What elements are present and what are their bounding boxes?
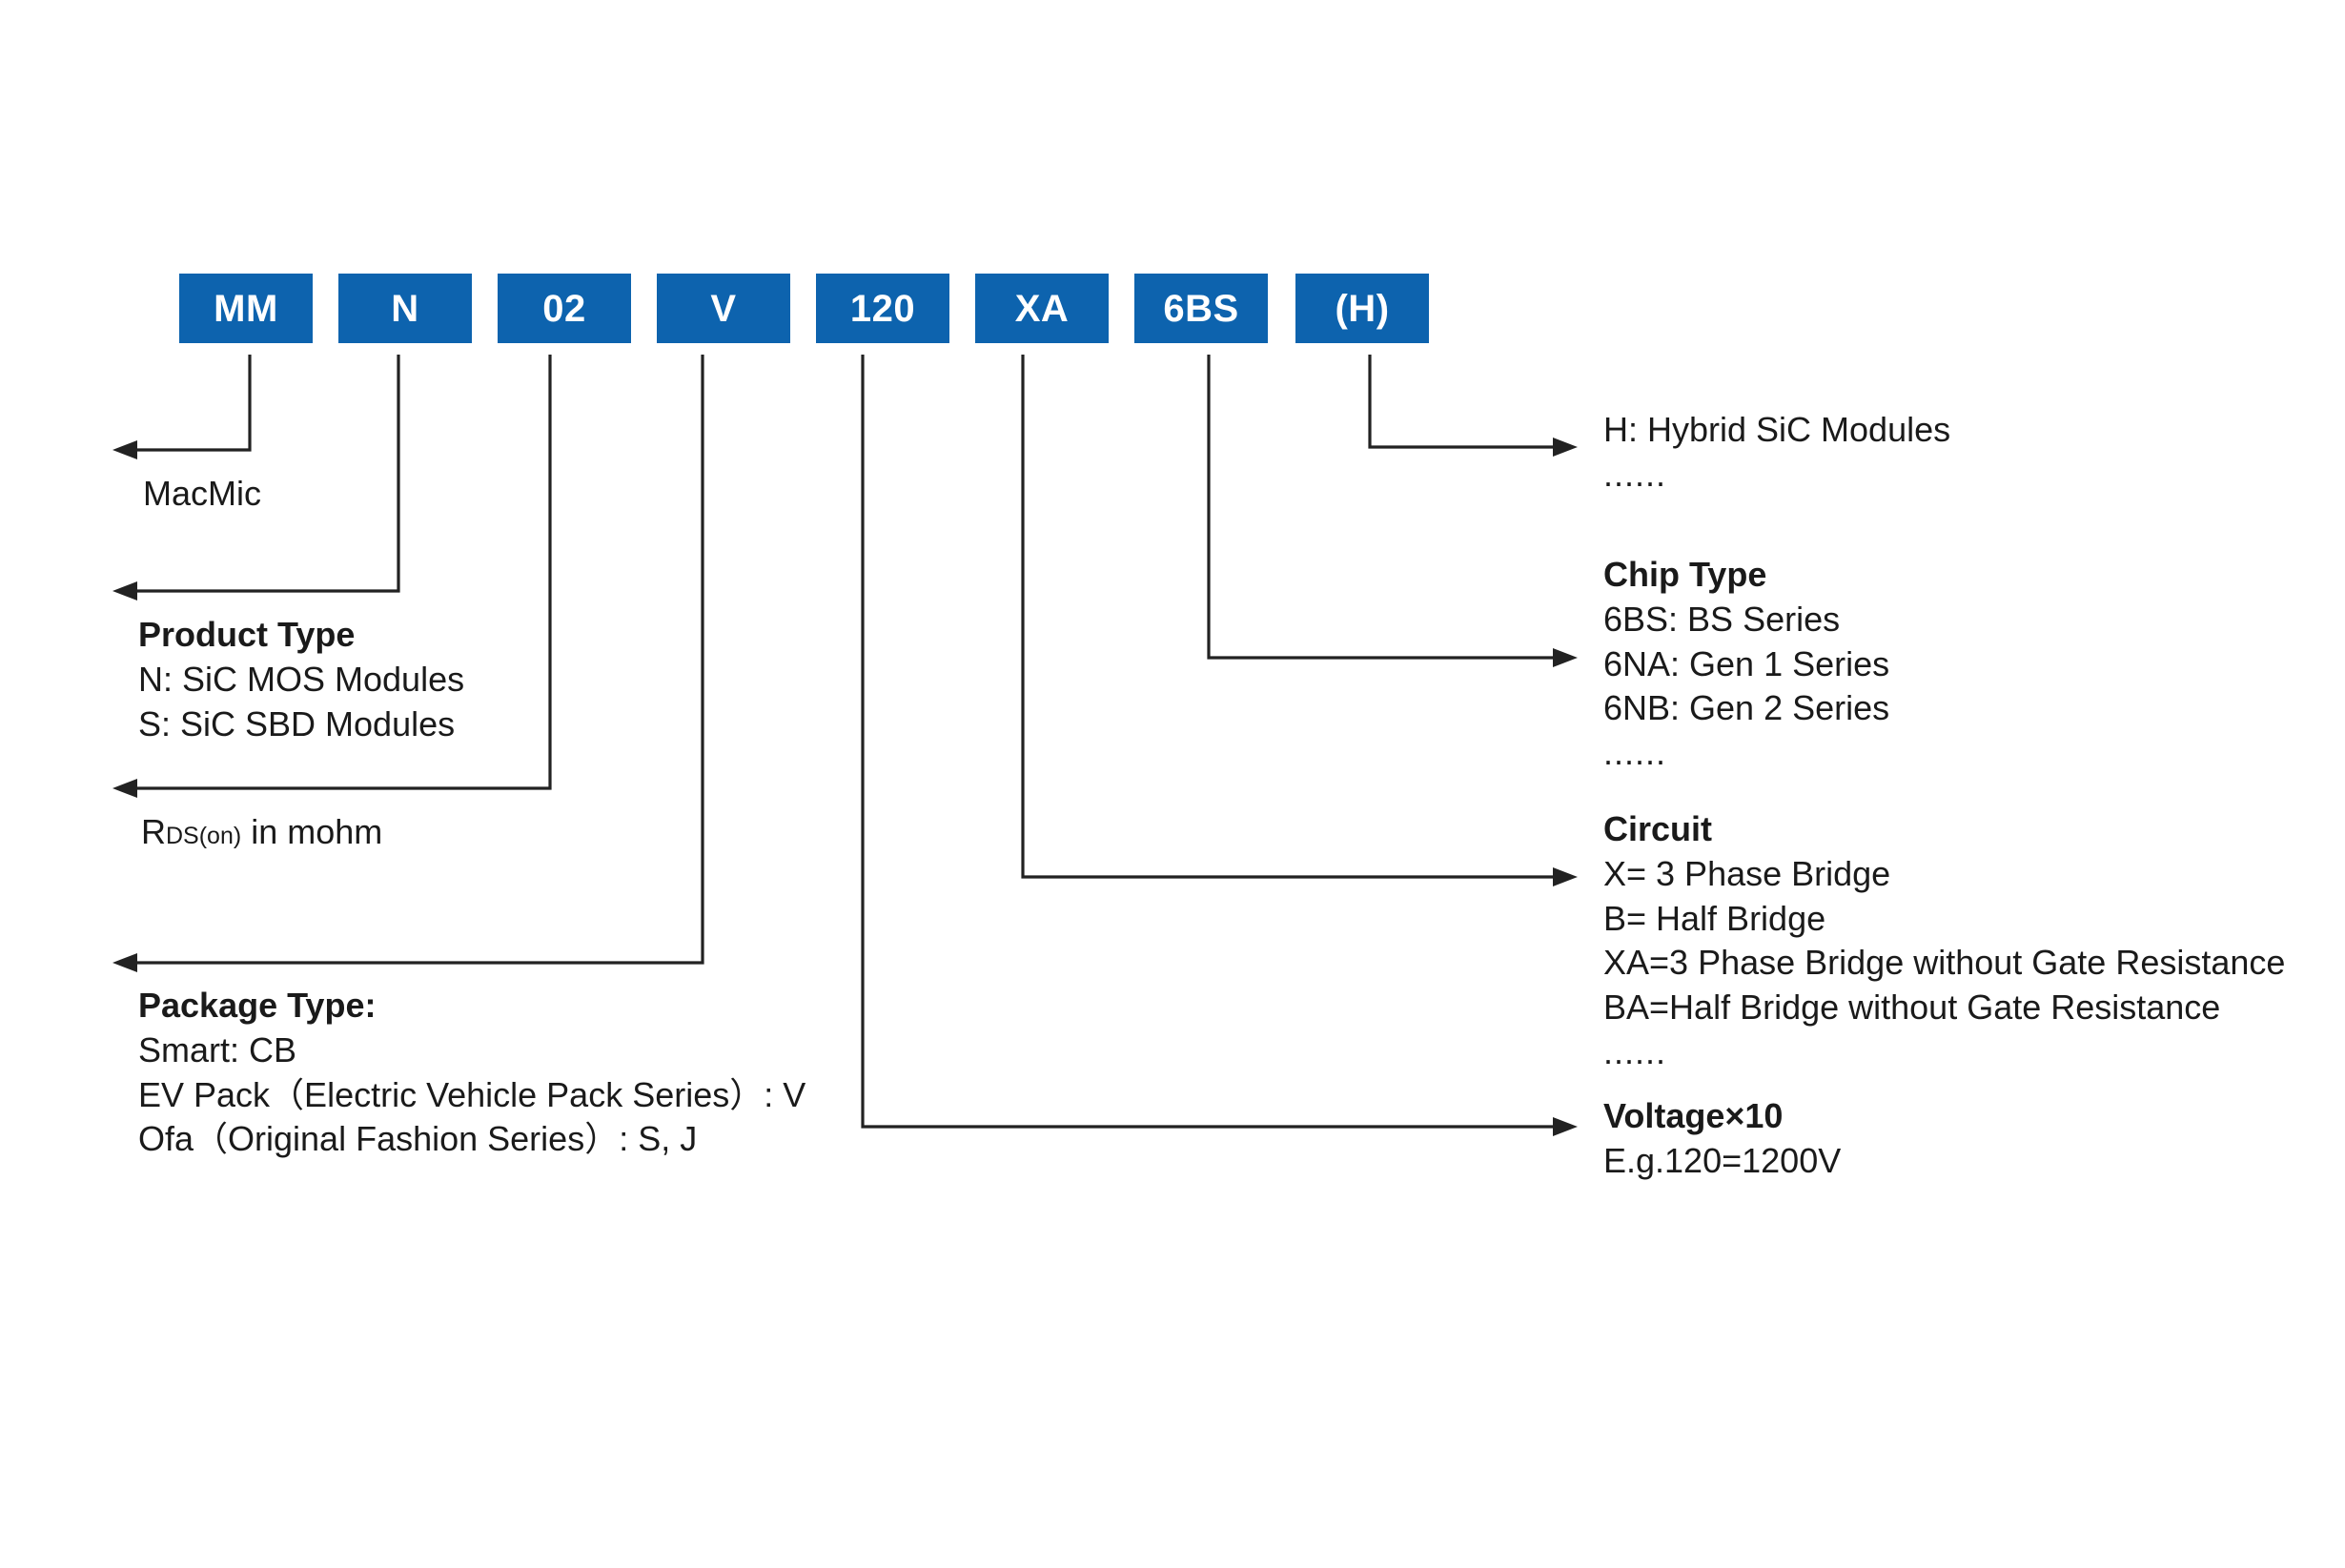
voltage-line-1: E.g.120=1200V — [1603, 1140, 1842, 1180]
rds-on-subscript: DS(on) — [166, 823, 242, 849]
chip-type-ellipsis: ...... — [1603, 733, 1667, 773]
package-type-heading: Package Type: — [138, 986, 377, 1025]
circuit-line-1: X= 3 Phase Bridge — [1603, 853, 1891, 893]
circuit-line-2: B= Half Bridge — [1603, 898, 1826, 938]
callout-voltage: Voltage×10 E.g.120=1200V — [1603, 1094, 1841, 1184]
connector-xa-to-circuit — [1021, 355, 1578, 886]
callout-circuit: Circuit X= 3 Phase Bridge B= Half Bridge… — [1603, 807, 2285, 1075]
callout-brand-label: MacMic — [143, 474, 261, 513]
connector-mm-to-brand — [112, 355, 252, 459]
code-segment-h[interactable]: (H) — [1295, 274, 1429, 343]
circuit-line-3: XA=3 Phase Bridge without Gate Resistanc… — [1603, 943, 2286, 983]
circuit-heading: Circuit — [1603, 809, 1713, 848]
package-type-line-2: EV Pack（Electric Vehicle Pack Series）: V — [138, 1074, 806, 1114]
callout-chip-type: Chip Type 6BS: BS Series 6NA: Gen 1 Seri… — [1603, 553, 1889, 776]
code-segment-mm[interactable]: MM — [179, 274, 313, 343]
product-type-line-1: N: SiC MOS Modules — [138, 659, 465, 699]
callout-package-type: Package Type: Smart: CB EV Pack（Electric… — [138, 984, 805, 1162]
voltage-heading: Voltage×10 — [1603, 1096, 1784, 1135]
circuit-line-4: BA=Half Bridge without Gate Resistance — [1603, 988, 2221, 1028]
callout-product-type: Product Type N: SiC MOS Modules S: SiC S… — [138, 613, 464, 746]
connector-h-to-hybrid — [1368, 355, 1578, 457]
chip-type-line-1: 6BS: BS Series — [1603, 599, 1841, 639]
rds-on-prefix: R — [141, 812, 166, 851]
package-type-line-1: Smart: CB — [138, 1029, 297, 1069]
chip-type-heading: Chip Type — [1603, 555, 1767, 594]
chip-type-line-3: 6NB: Gen 2 Series — [1603, 688, 1890, 728]
hybrid-ellipsis: ...... — [1603, 454, 1667, 494]
callout-rds-on: RDS(on) in mohm — [141, 810, 382, 855]
hybrid-line-1: H: Hybrid SiC Modules — [1603, 410, 1951, 449]
code-segment-120[interactable]: 120 — [816, 274, 949, 343]
product-type-heading: Product Type — [138, 615, 356, 654]
connector-6bs-to-chip-type — [1207, 355, 1578, 667]
callout-hybrid: H: Hybrid SiC Modules ...... — [1603, 408, 1950, 498]
code-segment-n[interactable]: N — [338, 274, 472, 343]
code-segment-6bs[interactable]: 6BS — [1134, 274, 1268, 343]
package-type-line-3: Ofa（Original Fashion Series）: S, J — [138, 1119, 698, 1159]
connector-120-to-voltage — [861, 355, 1578, 1136]
code-segment-xa[interactable]: XA — [975, 274, 1109, 343]
product-type-line-2: S: SiC SBD Modules — [138, 703, 456, 743]
rds-on-suffix: in mohm — [241, 812, 383, 851]
code-segment-02[interactable]: 02 — [498, 274, 631, 343]
code-segment-v[interactable]: V — [657, 274, 790, 343]
chip-type-line-2: 6NA: Gen 1 Series — [1603, 643, 1890, 683]
circuit-ellipsis: ...... — [1603, 1031, 1667, 1071]
